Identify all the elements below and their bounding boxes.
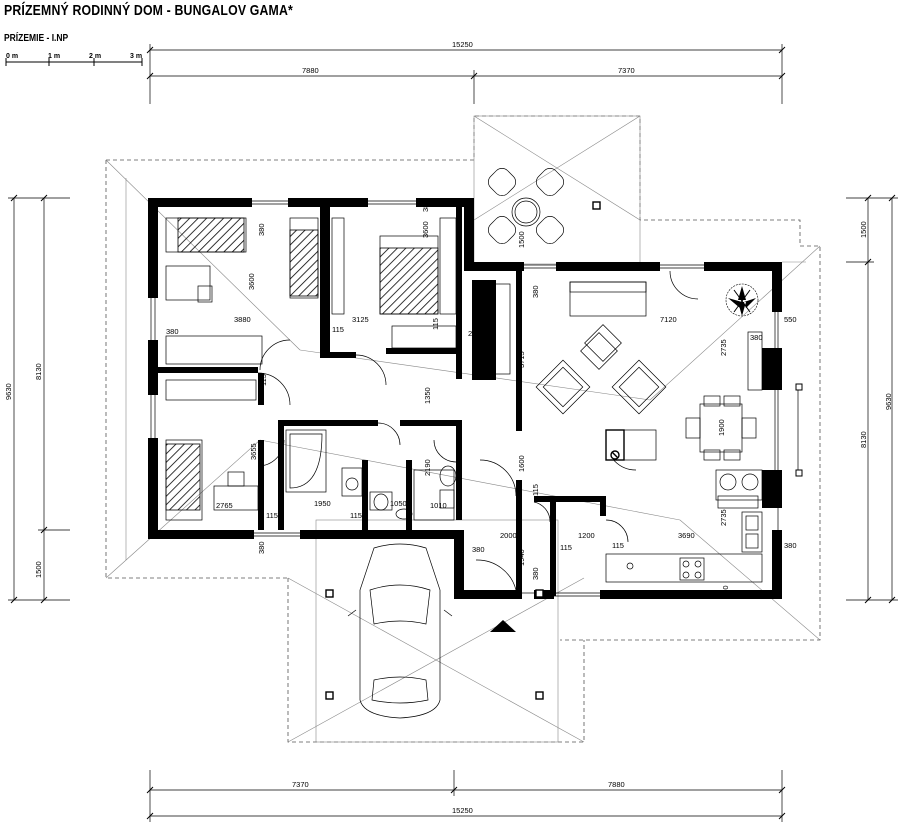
dimension-right: 1500 9630 8130 xyxy=(846,194,898,604)
dimension-d1350: 1350 xyxy=(423,387,432,404)
living-room-furniture xyxy=(489,281,667,415)
drawing-subtitle: PRÍZEMIE - I.NP xyxy=(4,33,69,44)
dimension-d115c: 115 xyxy=(259,374,268,386)
dimension-d1940: 1940 xyxy=(517,549,526,566)
dimension-d380j: 380 xyxy=(721,585,730,598)
dimension-left: 9630 8130 1500 xyxy=(4,194,70,604)
dimension-d380e: 380 xyxy=(531,285,540,298)
dimension-d115f: 115 xyxy=(350,511,362,520)
dimension-d1200: 1200 xyxy=(578,531,595,540)
dimension-d1950: 1950 xyxy=(314,499,331,508)
interior-dimensions: 380 3600 3600 380 380 3880 3125 115 115 … xyxy=(166,199,797,598)
dimension-d2000: 2000 xyxy=(500,531,517,540)
dimension-d1900: 1900 xyxy=(717,419,726,436)
dimension-d115a: 115 xyxy=(332,325,344,334)
dim-right-total: 9630 xyxy=(884,393,893,410)
dimension-d380i: 380 xyxy=(531,567,540,580)
dimension-d1050: 1050 xyxy=(390,499,407,508)
dim-top-left: 7880 xyxy=(302,66,319,75)
dimension-d115b: 115 xyxy=(431,318,440,330)
bathroom-fixtures xyxy=(285,429,457,521)
entrance-arrow-icon xyxy=(490,620,516,632)
dimension-d380h: 380 xyxy=(257,541,266,554)
dim-bottom-left: 7370 xyxy=(292,780,309,789)
dimension-d3600a: 3600 xyxy=(247,273,256,290)
scale-bar: 0 m 1 m 2 m 3 m xyxy=(5,53,143,66)
dimension-d2735a: 2735 xyxy=(719,339,728,356)
dimension-d550: 550 xyxy=(784,315,797,324)
bedroom-2-furniture xyxy=(289,217,345,315)
windows xyxy=(150,200,803,597)
dim-top-total: 15250 xyxy=(452,40,473,49)
dim-right-main: 8130 xyxy=(859,431,868,448)
car-icon xyxy=(325,543,544,719)
dimension-d250: 250 xyxy=(468,329,481,338)
dimension-d380f: 380 xyxy=(784,541,797,550)
dimension-d380c: 380 xyxy=(166,327,179,336)
dim-right-top: 1500 xyxy=(859,221,868,238)
dimension-d380g: 380 xyxy=(472,545,485,554)
dimension-d7120: 7120 xyxy=(660,315,677,324)
dimension-d380b: 380 xyxy=(421,199,430,212)
dim-top-right: 7370 xyxy=(618,66,635,75)
dimension-d1600: 1600 xyxy=(517,455,526,472)
dimension-top: 15250 7880 7370 xyxy=(146,40,786,104)
dim-left-main: 8130 xyxy=(34,363,43,380)
dimension-d115e: 115 xyxy=(266,511,278,520)
dimension-d115g: 115 xyxy=(612,541,624,550)
kitchen-fixtures xyxy=(605,429,763,583)
drawing-title: PRÍZEMNÝ RODINNÝ DOM - BUNGALOV GAMA* xyxy=(4,2,293,19)
dimension-d3125: 3125 xyxy=(352,315,369,324)
dining-table xyxy=(685,331,763,461)
scale-label-0: 0 m xyxy=(6,53,18,60)
dimension-d380d: 380 xyxy=(750,333,763,342)
dimension-d2765: 2765 xyxy=(216,501,233,510)
scale-label-2: 2 m xyxy=(89,53,101,60)
doors xyxy=(257,270,699,591)
dimension-d1010: 1010 xyxy=(430,501,447,510)
dimension-d3880: 3880 xyxy=(234,315,251,324)
dim-bottom-right: 7880 xyxy=(608,780,625,789)
dimension-d380a: 380 xyxy=(257,223,266,236)
dimension-d115h: 115 xyxy=(560,543,572,552)
scale-label-1: 1 m xyxy=(48,53,60,60)
scale-label-3: 3 m xyxy=(130,53,142,60)
dimension-d3600b: 3600 xyxy=(421,221,430,238)
dimension-d2735b: 2735 xyxy=(719,509,728,526)
dimension-bottom: 7370 7880 15250 xyxy=(146,770,786,822)
master-bedroom-furniture xyxy=(379,217,457,349)
terrace-table xyxy=(487,167,601,245)
bedroom-1-furniture xyxy=(165,217,263,365)
dimension-d3655: 3655 xyxy=(249,443,258,460)
exterior-walls xyxy=(148,198,782,599)
dimension-d2190: 2190 xyxy=(423,459,432,476)
interior-walls xyxy=(158,207,606,596)
dim-left-total: 9630 xyxy=(4,383,13,400)
dimension-d115d: 115 xyxy=(531,484,540,496)
plant-icon xyxy=(725,283,759,317)
dim-bottom-total: 15250 xyxy=(452,806,473,815)
roof-outline xyxy=(105,115,821,743)
bedroom-3-furniture xyxy=(165,379,259,521)
dim-left-bottom: 1500 xyxy=(34,561,43,578)
dimension-d3690: 3690 xyxy=(678,531,695,540)
dimension-d3715: 3715 xyxy=(517,351,526,368)
dimension-d1500: 1500 xyxy=(517,231,526,248)
